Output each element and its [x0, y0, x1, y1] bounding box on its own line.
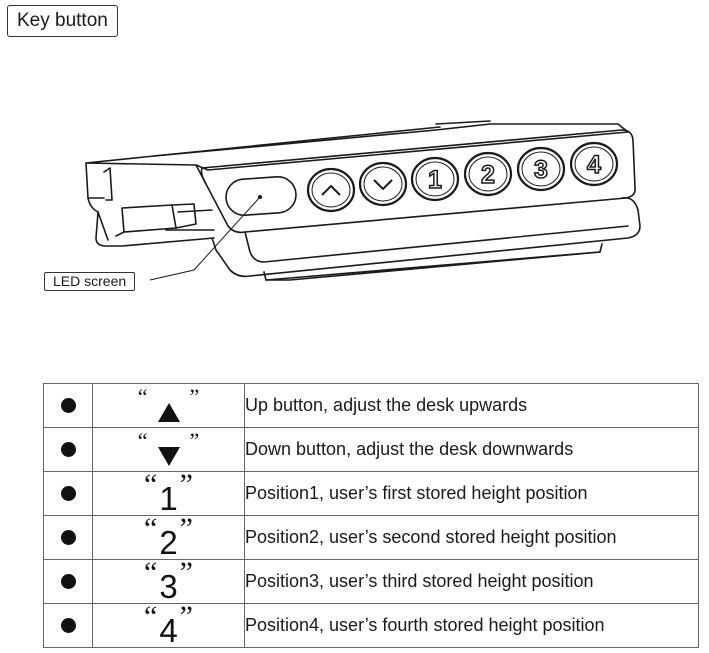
key-description: Position3, user’s third stored height po…	[244, 559, 699, 604]
key-symbol: “4”	[92, 600, 245, 649]
table-row: “1” Position1, user’s first stored heigh…	[43, 468, 699, 517]
key-label-4: 4	[587, 151, 601, 179]
key-description: Position2, user’s second stored height p…	[244, 515, 699, 560]
led-screen	[225, 176, 297, 216]
down-key[interactable]	[358, 161, 408, 207]
key-description: Up button, adjust the desk upwards	[244, 383, 699, 428]
chevron-up-icon	[321, 184, 341, 196]
position-key-3[interactable]: 3	[516, 146, 566, 192]
key-description: Down button, adjust the desk downwards	[244, 427, 699, 472]
key-label-2: 2	[481, 161, 495, 189]
table-row: “” Down button, adjust the desk downward…	[43, 427, 699, 472]
key-description: Position4, user’s fourth stored height p…	[244, 603, 699, 648]
triangle-down-icon	[157, 446, 180, 466]
key-description: Position1, user’s first stored height po…	[244, 471, 699, 516]
position-key-2[interactable]: 2	[463, 151, 513, 197]
position-key-4[interactable]: 4	[569, 141, 619, 187]
key-symbol: “1”	[92, 468, 245, 517]
table-row: “” Up button, adjust the desk upwards	[43, 383, 699, 428]
page-title: Key button	[7, 5, 118, 37]
key-symbol: “3”	[92, 556, 245, 605]
table-row: “4” Position4, user’s fourth stored heig…	[43, 600, 699, 649]
key-label-1: 1	[428, 166, 442, 194]
chevron-down-icon	[373, 179, 393, 191]
bullet-icon	[60, 441, 76, 457]
key-symbol: “”	[92, 427, 245, 472]
bullet-icon	[60, 397, 76, 413]
position-key-1[interactable]: 1	[410, 156, 460, 202]
up-key[interactable]	[306, 167, 356, 213]
bullet-icon	[60, 617, 76, 633]
keypad-illustration: 1 2 3 4	[85, 120, 641, 281]
key-label-3: 3	[534, 156, 548, 184]
led-screen-label: LED screen	[44, 272, 136, 291]
bullet-icon	[60, 573, 76, 589]
bullet-icon	[60, 485, 76, 501]
table-row: “2” Position2, user’s second stored heig…	[43, 512, 699, 561]
key-function-table: “” Up button, adjust the desk upwards “”…	[43, 383, 699, 649]
triangle-up-icon	[157, 402, 180, 422]
key-symbol: “”	[92, 383, 245, 428]
table-row: “3” Position3, user’s third stored heigh…	[43, 556, 699, 605]
key-symbol: “2”	[92, 512, 245, 561]
bullet-icon	[60, 529, 76, 545]
